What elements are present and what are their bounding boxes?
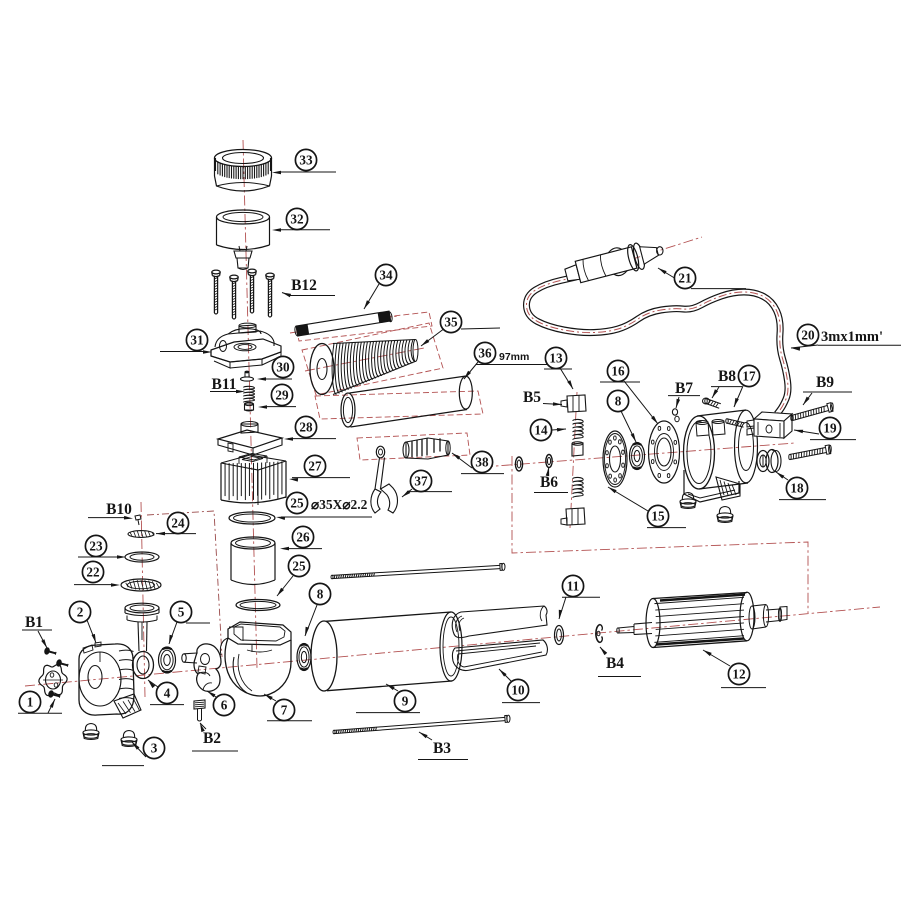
svg-text:37: 37 bbox=[414, 474, 428, 489]
svg-text:38: 38 bbox=[475, 455, 489, 470]
svg-text:2: 2 bbox=[77, 605, 84, 620]
svg-text:B1: B1 bbox=[25, 614, 43, 631]
svg-text:35: 35 bbox=[444, 315, 458, 330]
svg-text:32: 32 bbox=[290, 212, 304, 227]
svg-text:3: 3 bbox=[151, 741, 158, 756]
svg-text:23: 23 bbox=[89, 539, 103, 554]
svg-text:⌀35X⌀2.2: ⌀35X⌀2.2 bbox=[311, 497, 368, 512]
svg-text:B10: B10 bbox=[106, 501, 132, 518]
svg-text:18: 18 bbox=[790, 481, 804, 496]
svg-text:7: 7 bbox=[281, 703, 288, 718]
svg-text:33: 33 bbox=[299, 153, 313, 168]
svg-text:B12: B12 bbox=[291, 277, 317, 294]
svg-text:4: 4 bbox=[164, 686, 171, 701]
svg-text:26: 26 bbox=[296, 530, 310, 545]
svg-text:25: 25 bbox=[292, 559, 306, 574]
svg-text:34: 34 bbox=[379, 268, 393, 283]
svg-text:31: 31 bbox=[190, 333, 203, 348]
svg-text:10: 10 bbox=[511, 683, 525, 698]
svg-text:25: 25 bbox=[290, 496, 304, 511]
svg-text:5: 5 bbox=[178, 605, 185, 620]
svg-text:B9: B9 bbox=[816, 374, 834, 391]
svg-text:17: 17 bbox=[742, 369, 756, 384]
svg-text:6: 6 bbox=[221, 698, 228, 713]
svg-text:B11: B11 bbox=[212, 376, 237, 393]
svg-text:8: 8 bbox=[615, 394, 622, 409]
svg-text:36: 36 bbox=[478, 346, 492, 361]
svg-text:24: 24 bbox=[171, 516, 185, 531]
svg-text:14: 14 bbox=[534, 423, 548, 438]
svg-text:19: 19 bbox=[823, 421, 837, 436]
svg-text:B6: B6 bbox=[540, 474, 558, 491]
svg-text:8: 8 bbox=[317, 587, 324, 602]
svg-text:12: 12 bbox=[732, 667, 746, 682]
svg-text:1: 1 bbox=[27, 695, 34, 710]
svg-text:27: 27 bbox=[308, 459, 322, 474]
svg-text:B2: B2 bbox=[203, 730, 221, 747]
svg-text:9: 9 bbox=[402, 694, 409, 709]
svg-text:B5: B5 bbox=[523, 389, 541, 406]
svg-text:11: 11 bbox=[567, 579, 579, 594]
svg-text:97mm: 97mm bbox=[499, 351, 529, 363]
svg-text:B4: B4 bbox=[606, 655, 624, 672]
svg-text:22: 22 bbox=[86, 565, 100, 580]
svg-text:28: 28 bbox=[299, 420, 313, 435]
svg-text:B8: B8 bbox=[718, 368, 736, 385]
svg-text:15: 15 bbox=[651, 509, 665, 524]
svg-text:21: 21 bbox=[678, 271, 691, 286]
svg-text:29: 29 bbox=[275, 388, 289, 403]
svg-text:13: 13 bbox=[549, 351, 563, 366]
svg-text:20: 20 bbox=[801, 328, 815, 343]
svg-text:B7: B7 bbox=[675, 380, 693, 397]
svg-text:3mx1mm': 3mx1mm' bbox=[821, 329, 883, 345]
svg-text:B3: B3 bbox=[433, 740, 451, 757]
svg-text:16: 16 bbox=[611, 364, 625, 379]
svg-text:30: 30 bbox=[276, 360, 290, 375]
